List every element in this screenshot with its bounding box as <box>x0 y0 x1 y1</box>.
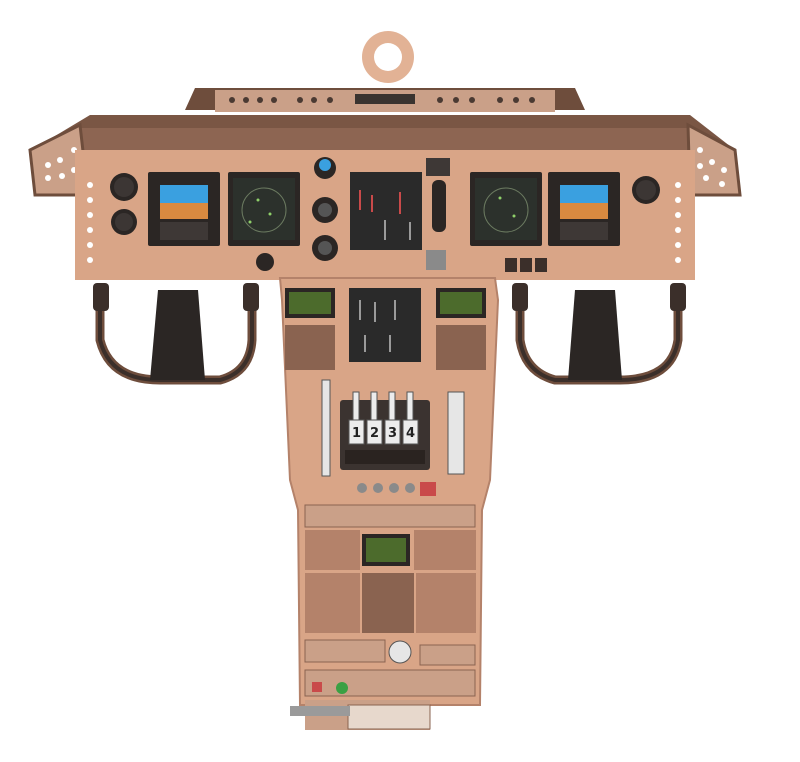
pedestal-foot-plate <box>347 704 431 730</box>
right-standby-instruments <box>505 176 681 272</box>
left-cdu <box>285 288 335 370</box>
captain-nd <box>228 172 300 246</box>
throttle-lever-label: 4 <box>406 426 415 441</box>
upper-eicas <box>350 172 422 250</box>
lower-eicas <box>349 288 421 362</box>
throttle-lever-label: 1 <box>352 426 361 441</box>
fo-yoke <box>512 283 686 385</box>
throttle-lever-2: 2 <box>366 391 383 445</box>
hanging-ring <box>362 31 414 83</box>
throttle-lever-label: 2 <box>370 426 379 441</box>
throttle-lever-label: 3 <box>388 426 397 441</box>
fo-pfd <box>548 172 620 246</box>
fo-nd <box>470 172 542 246</box>
throttle-lever-4: 4 <box>402 391 419 445</box>
captain-pfd <box>148 172 220 246</box>
throttle-lever-1: 1 <box>348 391 365 445</box>
captain-yoke <box>93 283 259 385</box>
left-standby-instruments <box>87 173 138 263</box>
gear-lever <box>426 158 450 270</box>
flap-lever <box>447 391 465 475</box>
throttle-switches <box>357 482 436 496</box>
throttle-lever-3: 3 <box>384 391 401 445</box>
speedbrake-lever <box>321 379 331 477</box>
standby-cluster <box>256 157 338 271</box>
overhead-panel-strip <box>185 88 585 112</box>
right-cdu <box>436 288 486 370</box>
lower-pedestal-modules <box>304 504 476 697</box>
